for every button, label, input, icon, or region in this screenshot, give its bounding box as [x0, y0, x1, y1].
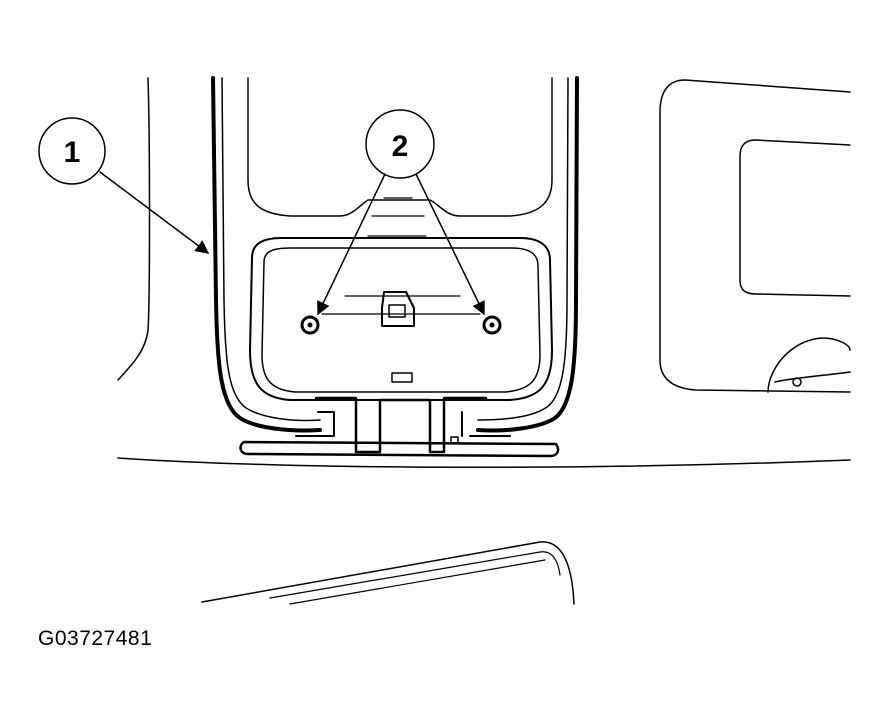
callout-2-leader-left [317, 173, 386, 316]
screw-left [300, 315, 320, 335]
callout-1: 1 [38, 117, 210, 254]
console-outer-housing [211, 76, 322, 433]
console-inner-housing-left [221, 77, 321, 422]
callout-2: 2 [317, 109, 485, 316]
callout-2-label: 2 [392, 130, 409, 163]
base-plate [239, 440, 560, 458]
right-panel-latch [767, 337, 851, 393]
lower-trim-piece-inner [269, 551, 561, 599]
right-panel-outline [659, 79, 851, 393]
callout-2-circle [365, 109, 435, 179]
headliner-edge [117, 457, 851, 469]
lower-bracket-right-tab [461, 411, 511, 437]
left-panel-outline [117, 77, 151, 381]
screw-right-center [489, 322, 495, 328]
callout-2-leader-right [415, 173, 485, 316]
indicator-slot [391, 372, 413, 383]
console-outer-housing-right [476, 76, 579, 433]
upper-compartment [247, 77, 553, 217]
lower-trim-piece-inner [289, 559, 546, 605]
lens-opening-outer [249, 237, 553, 401]
right-panel-latch-pin [792, 377, 802, 387]
center-clip [381, 291, 415, 327]
lower-trim-piece [201, 541, 575, 605]
figure-id: G03727481 [38, 627, 153, 650]
screw-right [482, 315, 502, 335]
callout-1-leader [99, 171, 210, 254]
screw-left-center [307, 322, 313, 328]
right-panel-window [739, 139, 851, 297]
lower-bracket [314, 396, 488, 454]
console-inner-housing-right [477, 77, 569, 421]
callout-1-label: 1 [64, 136, 81, 169]
lens-opening-inner [261, 247, 541, 393]
lower-bracket-left-tab [295, 411, 335, 437]
callout-1-circle [38, 117, 106, 185]
center-clip-tab [388, 304, 406, 318]
right-panel-latch-inner [774, 371, 851, 383]
